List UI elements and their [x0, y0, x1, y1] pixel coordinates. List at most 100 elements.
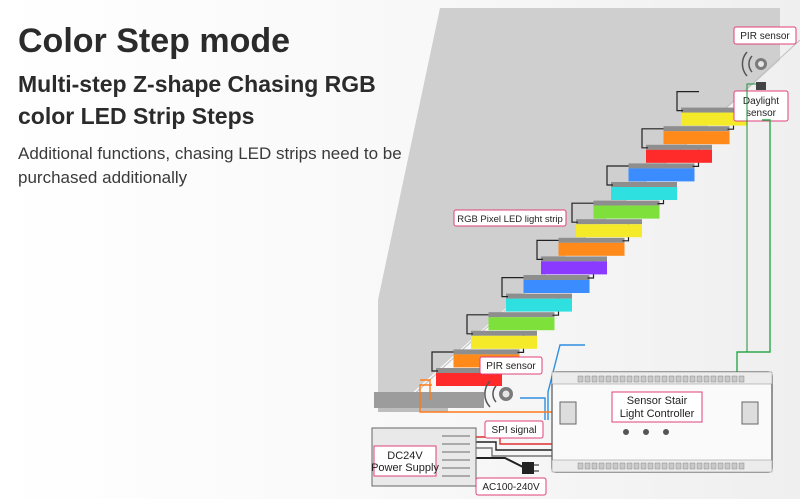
terminal-slot — [661, 375, 668, 383]
floor-slab-lower — [378, 408, 448, 412]
step-led-strip — [541, 261, 607, 275]
terminal-slot — [731, 375, 738, 383]
step-tread — [611, 182, 677, 187]
terminal-block-top — [577, 375, 745, 383]
terminal-slot — [654, 462, 661, 470]
page-title: Color Step mode — [18, 22, 291, 60]
terminal-slot — [584, 462, 591, 470]
step-led-strip — [628, 168, 695, 182]
step-led-strip — [436, 373, 502, 386]
terminal-slot — [710, 375, 717, 383]
pir-bottom-label: PIR sensor — [486, 361, 536, 372]
terminal-slot — [717, 375, 724, 383]
terminal-slot — [661, 462, 668, 470]
terminal-slot — [633, 375, 640, 383]
terminal-block-bottom — [577, 462, 745, 470]
terminal-slot — [577, 375, 584, 383]
step-connector-wire — [641, 128, 664, 149]
step-tread — [628, 163, 695, 169]
step-tread — [541, 256, 607, 262]
step-led-strip — [488, 317, 555, 331]
step-tread — [453, 349, 520, 355]
pixel-strip-label: RGB Pixel LED light strip — [457, 214, 563, 225]
terminal-slot — [591, 462, 598, 470]
step-led-strip — [646, 149, 712, 163]
terminal-slot — [675, 462, 682, 470]
terminal-slot — [591, 375, 598, 383]
step-connector-wire — [571, 202, 594, 223]
step-connector-wire — [431, 351, 454, 372]
mains-label: AC100-240V — [482, 482, 540, 493]
terminal-slot — [598, 375, 605, 383]
pir-top-label: PIR sensor — [740, 31, 790, 42]
terminal-slot — [640, 375, 647, 383]
daylight-sensor-body — [756, 82, 766, 90]
terminal-slot — [647, 462, 654, 470]
step-tread — [663, 126, 730, 132]
pixel-strip-callout — [453, 209, 567, 227]
terminal-slot — [731, 462, 738, 470]
step-led-strip — [611, 187, 677, 200]
step-led-strip — [663, 131, 730, 145]
power-supply — [371, 427, 477, 487]
terminal-slot — [724, 462, 731, 470]
step-tread — [436, 368, 502, 373]
terminal-slot — [682, 462, 689, 470]
terminal-slot — [738, 375, 745, 383]
spi-callout — [484, 420, 544, 439]
terminal-slot — [710, 462, 717, 470]
terminal-slot — [647, 375, 654, 383]
step-tread — [523, 275, 590, 280]
psu-label-1: DC24V — [387, 450, 423, 462]
step-tread — [506, 293, 572, 299]
step-led-strip — [681, 112, 747, 126]
terminal-slot — [605, 462, 612, 470]
stair-wall — [378, 8, 780, 395]
terminal-slot — [668, 375, 675, 383]
terminal-slot — [703, 375, 710, 383]
terminal-slot — [703, 462, 710, 470]
step-connector-wire — [466, 314, 489, 335]
pir-sensor-top — [741, 51, 767, 77]
step-tread — [488, 312, 555, 318]
terminal-slot — [619, 375, 626, 383]
terminal-slot — [738, 462, 745, 470]
mains-plug-icon — [522, 462, 539, 474]
terminal-slot — [696, 375, 703, 383]
terminal-slot — [696, 462, 703, 470]
terminal-slot — [717, 462, 724, 470]
terminal-slot — [605, 375, 612, 383]
terminal-slot — [689, 375, 696, 383]
terminal-slot — [654, 375, 661, 383]
step-led-strip — [523, 280, 590, 293]
terminal-slot — [640, 462, 647, 470]
terminal-slot — [689, 462, 696, 470]
step-led-strip — [506, 298, 572, 312]
step-tread — [576, 219, 642, 225]
step-connector-wire — [501, 277, 524, 298]
page-subtitle: Multi-step Z-shape Chasing RGB color LED… — [18, 71, 376, 129]
terminal-slot — [668, 462, 675, 470]
floor-slab — [374, 392, 484, 408]
terminal-slot — [626, 462, 633, 470]
terminal-slot — [724, 375, 731, 383]
step-led-strip — [558, 242, 625, 256]
terminal-slot — [619, 462, 626, 470]
terminal-slot — [612, 375, 619, 383]
step-tread — [646, 144, 712, 150]
pir-sensor-bottom — [484, 380, 513, 408]
controller-label-1: Sensor Stair — [627, 395, 688, 407]
step-led-strip — [471, 335, 537, 349]
controller-label-2: Light Controller — [620, 408, 695, 420]
daylight-label-1: Daylight — [743, 96, 779, 107]
terminal-slot — [682, 375, 689, 383]
step-connector-wire — [606, 165, 629, 186]
psu-label-2: Power Supply — [371, 462, 439, 474]
page-note: Additional functions, chasing LED strips… — [18, 144, 402, 187]
step-tread — [558, 237, 625, 243]
step-tread — [681, 107, 747, 113]
terminal-slot — [675, 375, 682, 383]
terminal-slot — [577, 462, 584, 470]
daylight-label-2: sensor — [746, 108, 777, 119]
